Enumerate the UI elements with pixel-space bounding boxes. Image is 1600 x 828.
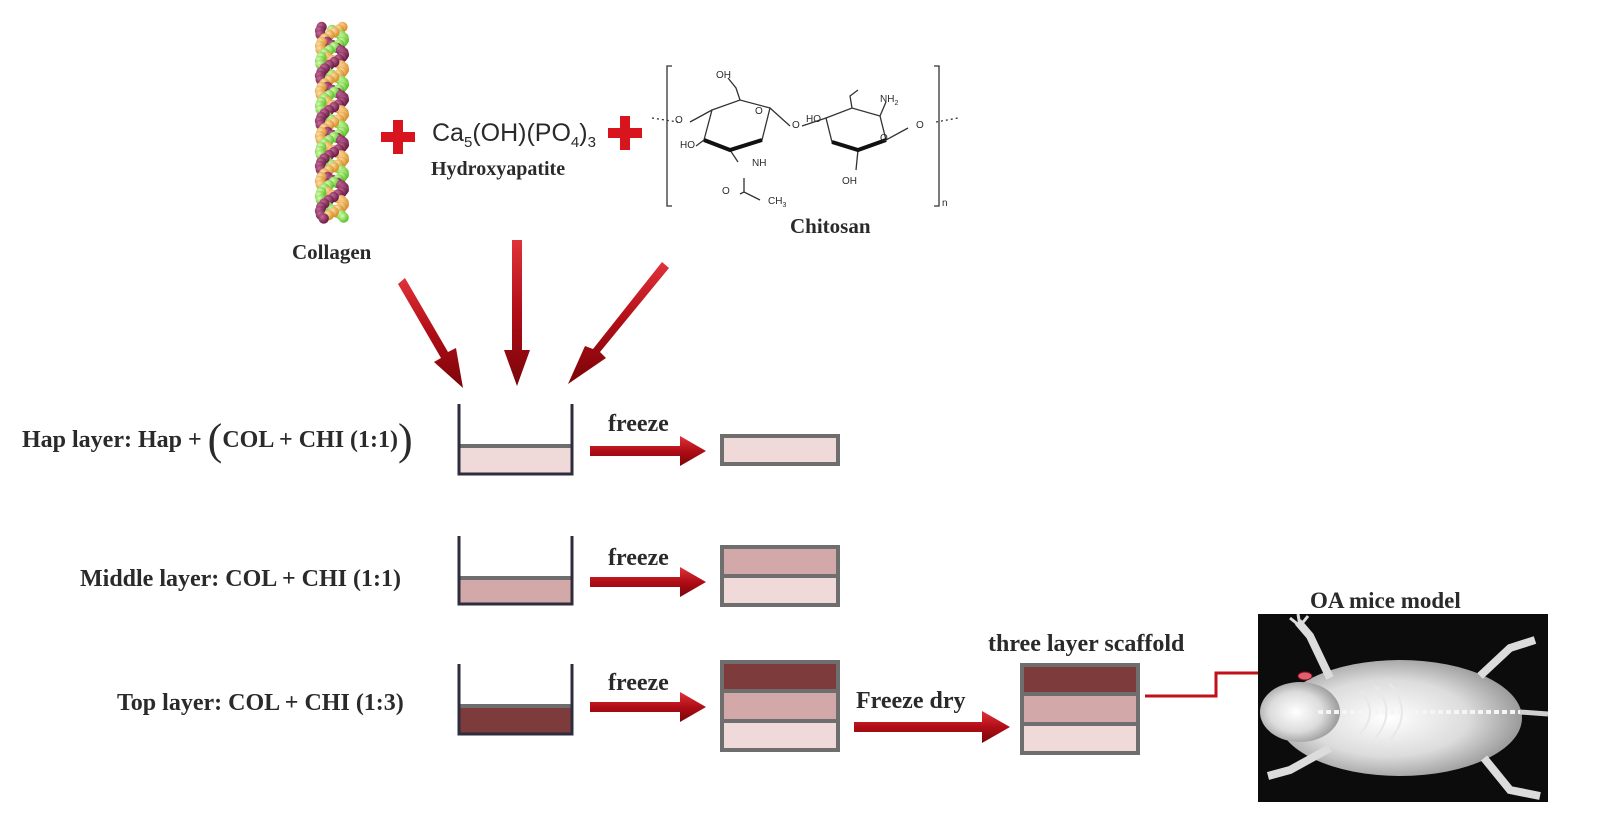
freeze-label: freeze xyxy=(608,411,669,437)
atom-ch3: CH3 xyxy=(768,196,786,209)
open-bracket: ( xyxy=(207,415,223,464)
formula-po-subscript: 4 xyxy=(570,134,580,151)
input-arrows xyxy=(398,240,669,388)
frozen-two-layer xyxy=(720,545,840,607)
formula-close: ) xyxy=(579,119,588,147)
layer-middle xyxy=(1024,696,1136,722)
plus-icon xyxy=(608,116,642,150)
atom-o-ring2: O xyxy=(880,133,888,144)
freeze-arrow xyxy=(590,692,706,722)
atom-o-carbonyl: O xyxy=(722,186,730,197)
oa-mice-model-label: OA mice model xyxy=(1310,588,1461,613)
chitosan-input-arrow xyxy=(568,262,669,384)
chitosan-label: Chitosan xyxy=(790,214,871,238)
hydroxyapatite-input-arrow xyxy=(504,240,530,386)
beaker-top xyxy=(457,664,574,736)
freeze-label: freeze xyxy=(608,670,669,696)
frozen-hap-layer xyxy=(720,434,840,466)
middle-layer-label: Middle layer: COL + CHI (1:1) xyxy=(80,566,401,592)
atom-o-right: O xyxy=(916,120,924,131)
oa-mice-xray-image xyxy=(1258,613,1549,802)
beaker-middle xyxy=(457,536,574,606)
formula-oh-po: (OH)(PO xyxy=(472,119,571,147)
freeze-label: freeze xyxy=(608,545,669,571)
hydroxyapatite-label: Hydroxyapatite xyxy=(431,158,566,180)
layer-top xyxy=(1024,667,1136,693)
atom-ho-ring2: HO xyxy=(806,114,821,125)
atom-o-left: O xyxy=(675,115,683,126)
atom-ch3-text: CH xyxy=(768,196,783,207)
chitosan-structure xyxy=(651,65,959,207)
beaker-hap xyxy=(457,404,574,476)
freeze-arrow xyxy=(590,436,706,466)
layer-middle xyxy=(724,693,836,719)
frozen-three-layer xyxy=(720,660,840,752)
collagen-helix-image xyxy=(314,21,350,224)
hap-layer-label: Hap layer: Hap + (COL + CHI (1:1)) xyxy=(22,418,413,462)
atom-ho-left: HO xyxy=(680,140,695,151)
atom-o-ring1: O xyxy=(755,106,763,117)
plus-icon xyxy=(381,120,415,154)
top-layer-label: Top layer: COL + CHI (1:3) xyxy=(117,690,404,716)
freeze-arrow xyxy=(590,567,706,597)
atom-ch3-subscript: 3 xyxy=(782,202,787,209)
layer-hap xyxy=(1024,725,1136,751)
atom-nh: NH xyxy=(752,158,767,169)
chitosan-bold-bonds xyxy=(703,138,887,153)
atom-nh2-text: NH xyxy=(880,94,895,105)
helix-atom xyxy=(318,213,329,224)
atom-oh-bottom: OH xyxy=(842,176,857,187)
three-layer-scaffold xyxy=(1020,663,1140,755)
atom-oh-top: OH xyxy=(716,70,731,81)
helix-atom xyxy=(338,212,349,223)
formula-tail-subscript: 3 xyxy=(587,134,596,151)
collagen-input-arrow xyxy=(398,278,463,388)
hap-layer-label-inner: COL + CHI (1:1) xyxy=(222,427,399,453)
formula-ca-subscript: 5 xyxy=(463,134,473,151)
hap-layer-label-prefix: Hap layer: Hap + xyxy=(22,427,208,453)
freeze-dry-arrow xyxy=(854,711,1010,743)
atom-o-link: O xyxy=(792,120,800,131)
collagen-label: Collagen xyxy=(292,240,372,264)
hydroxyapatite-formula: Ca5(OH)(PO4)3 xyxy=(432,119,596,151)
freeze-dry-label: Freeze dry xyxy=(856,688,966,714)
close-bracket: ) xyxy=(398,415,413,464)
layer-middle xyxy=(724,549,836,574)
atom-nh2: NH2 xyxy=(880,94,898,107)
formula-ca: Ca xyxy=(432,119,464,147)
layer-hap xyxy=(724,722,836,748)
layer-hap xyxy=(724,578,836,603)
atom-nh2-subscript: 2 xyxy=(894,100,899,107)
freeze-arrows xyxy=(590,436,1010,743)
scaffold-label: three layer scaffold xyxy=(988,631,1185,657)
layer-top xyxy=(724,664,836,690)
atom-repeat-n: n xyxy=(942,198,948,209)
